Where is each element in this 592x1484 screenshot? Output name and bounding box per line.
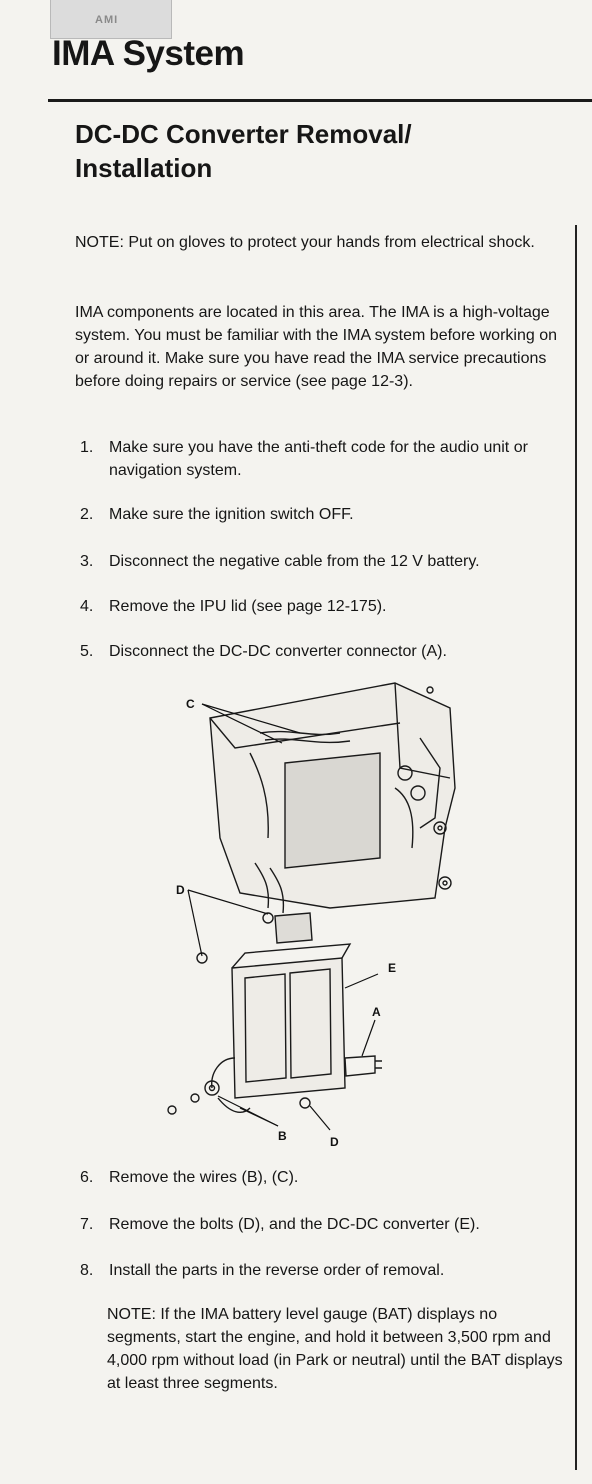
step-text: Remove the bolts (D), and the DC-DC conv… xyxy=(109,1216,480,1233)
intro-warning: IMA components are located in this area.… xyxy=(75,304,557,390)
logo-text: AMI xyxy=(95,14,119,26)
step-8: 8. Install the parts in the reverse orde… xyxy=(80,1259,565,1282)
header-rule xyxy=(48,99,592,102)
margin-rule xyxy=(575,225,577,1470)
step-number: 4. xyxy=(80,598,94,615)
step-text: Make sure you have the anti-theft code f… xyxy=(109,439,528,479)
dc-dc-converter-diagram: C D E A B D xyxy=(167,682,456,1149)
step-text: Disconnect the negative cable from the 1… xyxy=(109,553,480,570)
step-text: Remove the IPU lid (see page 12-175). xyxy=(109,598,387,615)
step-text: Remove the wires (B), (C). xyxy=(109,1169,299,1186)
callout-d-bottom: D xyxy=(330,1135,339,1149)
step-2: 2. Make sure the ignition switch OFF. xyxy=(80,503,565,526)
chapter-title: IMA System xyxy=(52,34,245,73)
step-number: 8. xyxy=(80,1262,94,1279)
step-number: 5. xyxy=(80,643,94,660)
step-text: Make sure the ignition switch OFF. xyxy=(109,506,354,523)
callout-c: C xyxy=(186,697,195,711)
callout-d-top: D xyxy=(176,883,185,897)
callout-e: E xyxy=(388,961,396,975)
section-title: DC-DC Converter Removal/ Installation xyxy=(75,119,412,183)
step-7: 7. Remove the bolts (D), and the DC-DC c… xyxy=(80,1213,565,1236)
step-number: 6. xyxy=(80,1169,94,1186)
step-text: Disconnect the DC-DC converter connector… xyxy=(109,643,447,660)
step-1: 1. Make sure you have the anti-theft cod… xyxy=(80,436,565,482)
step-number: 1. xyxy=(80,439,94,456)
step-3: 3. Disconnect the negative cable from th… xyxy=(80,550,565,573)
ami-logo: AMI xyxy=(50,0,172,39)
callout-a: A xyxy=(372,1005,381,1019)
step-text: Install the parts in the reverse order o… xyxy=(109,1262,445,1279)
step-number: 7. xyxy=(80,1216,94,1233)
step-6: 6. Remove the wires (B), (C). xyxy=(80,1166,565,1189)
step-5: 5. Disconnect the DC-DC converter connec… xyxy=(80,640,565,663)
intro-note: NOTE: Put on gloves to protect your hand… xyxy=(75,234,535,251)
step-4: 4. Remove the IPU lid (see page 12-175). xyxy=(80,595,565,618)
step-number: 2. xyxy=(80,506,94,523)
callout-b: B xyxy=(278,1129,287,1143)
final-note: NOTE: If the IMA battery level gauge (BA… xyxy=(107,1306,563,1392)
step-number: 3. xyxy=(80,553,94,570)
